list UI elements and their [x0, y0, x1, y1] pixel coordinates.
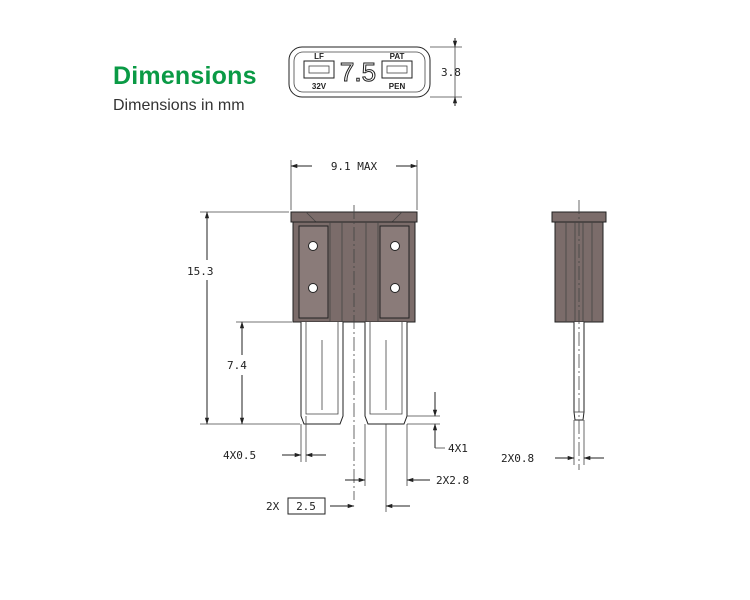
fuse-top-view: LF 32V PAT PEN 7.5 3.8: [288, 38, 462, 106]
section-title: Dimensions: [113, 62, 257, 90]
dim-width: 9.1 MAX: [331, 160, 378, 173]
dim-side-blade: 2X0.8: [501, 452, 534, 465]
dim-blade-length: 7.4: [227, 359, 247, 372]
section-subtitle: Dimensions in mm: [113, 97, 245, 114]
dim-blade-thickness: 4X0.5: [223, 449, 256, 462]
fuse-front-view: 9.1 MAX 15.3 7.4 4X0.5 4X1 2X2.8: [187, 160, 469, 515]
fuse-label-pat: PAT: [390, 52, 405, 61]
fuse-rating-label: 7.5: [340, 57, 376, 87]
fuse-label-lf: LF: [314, 52, 324, 61]
fuse-label-pen: PEN: [389, 82, 406, 91]
dim-blade-spacing: 2.5: [296, 500, 316, 513]
fuse-side-view: 2X0.8: [501, 200, 607, 470]
dim-top-height: 3.8: [441, 66, 461, 79]
fuse-label-32v: 32V: [312, 82, 327, 91]
dim-blade-width: 2X2.8: [436, 474, 469, 487]
dim-spacing-prefix: 2X: [266, 500, 280, 513]
dim-height: 15.3: [187, 265, 214, 278]
dim-blade-tip: 4X1: [448, 442, 468, 455]
